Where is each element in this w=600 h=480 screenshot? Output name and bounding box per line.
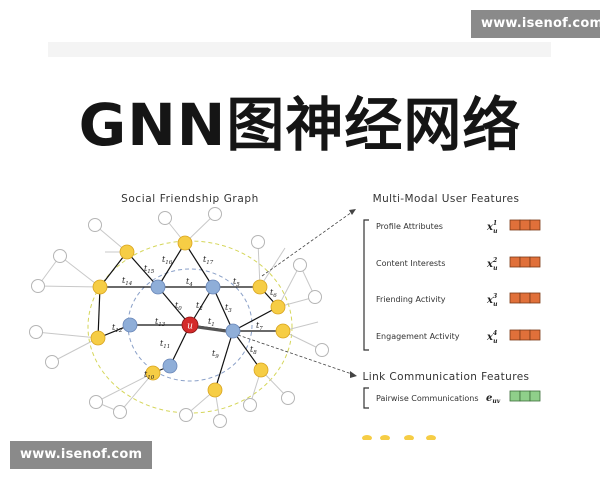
watermark-bottom: www.isenof.com [10, 441, 153, 469]
arrow-head-top [349, 209, 356, 215]
arrow-head-bottom [350, 371, 357, 378]
connector-arrows [237, 211, 353, 375]
link-feature-vector [509, 390, 541, 402]
graph-heading: Social Friendship Graph [121, 193, 259, 205]
user-features-heading: Multi-Modal User Features [373, 193, 520, 205]
feature-vector [509, 329, 541, 341]
outer-nodes [29, 207, 329, 428]
edge-label-t0: t0 [175, 301, 182, 312]
link-features-heading: Link Communication Features [363, 371, 530, 383]
edge-label-t12: t12 [112, 323, 123, 334]
page-title: GNN图神经网络 [78, 91, 522, 159]
edge-label-t15: t15 [144, 264, 155, 275]
edge-label-t7: t7 [256, 321, 263, 332]
link-feature-row: Pairwise Communications euv [376, 390, 541, 405]
yellow-nodes [90, 235, 291, 398]
feature-label: Profile Attributes [376, 222, 443, 231]
user-features-bracket [363, 219, 369, 351]
edge-labels: t0 t1 t2 t3 t4 t5 t6 t7 t8 t9 t10 t11 t1… [112, 255, 277, 381]
graph-edges [97, 242, 283, 391]
feature-vector [509, 219, 541, 231]
top-band [48, 42, 551, 57]
feature-label: Content Interests [376, 259, 445, 268]
cropped-yellow-dots [362, 435, 436, 440]
link-feature-label: Pairwise Communications [376, 394, 479, 403]
edge-label-t6: t6 [270, 288, 277, 299]
edge-label-t9: t9 [212, 349, 219, 360]
edge-label-t2: t2 [196, 301, 203, 312]
feature-label: Friending Activity [376, 295, 446, 304]
gnn-figure: Social Friendship Graph Multi-Modal User… [29, 193, 541, 440]
edge-label-t13: t13 [155, 317, 166, 328]
center-node-u [181, 316, 199, 334]
center-node-label: u [187, 322, 193, 332]
feature-vector [509, 256, 541, 268]
edge-label-t1: t1 [208, 317, 215, 328]
edge-label-t11: t11 [160, 339, 170, 350]
edge-label-t3: t3 [225, 303, 232, 314]
edge-label-t8: t8 [250, 345, 257, 356]
feature-vector [509, 292, 541, 304]
edge-label-t5: t5 [233, 277, 240, 288]
watermark-top: www.isenof.com [471, 10, 600, 38]
link-features-bracket [363, 387, 369, 409]
feature-label: Engagement Activity [376, 332, 460, 341]
edge-label-t4: t4 [186, 277, 193, 288]
edge-label-t10: t10 [144, 370, 155, 381]
edge-label-t17: t17 [203, 255, 214, 266]
blue-nodes [122, 279, 241, 374]
edge-label-t16: t16 [162, 255, 173, 266]
edge-label-t14: t14 [122, 276, 133, 287]
link-feature-symbol: euv [486, 393, 501, 405]
